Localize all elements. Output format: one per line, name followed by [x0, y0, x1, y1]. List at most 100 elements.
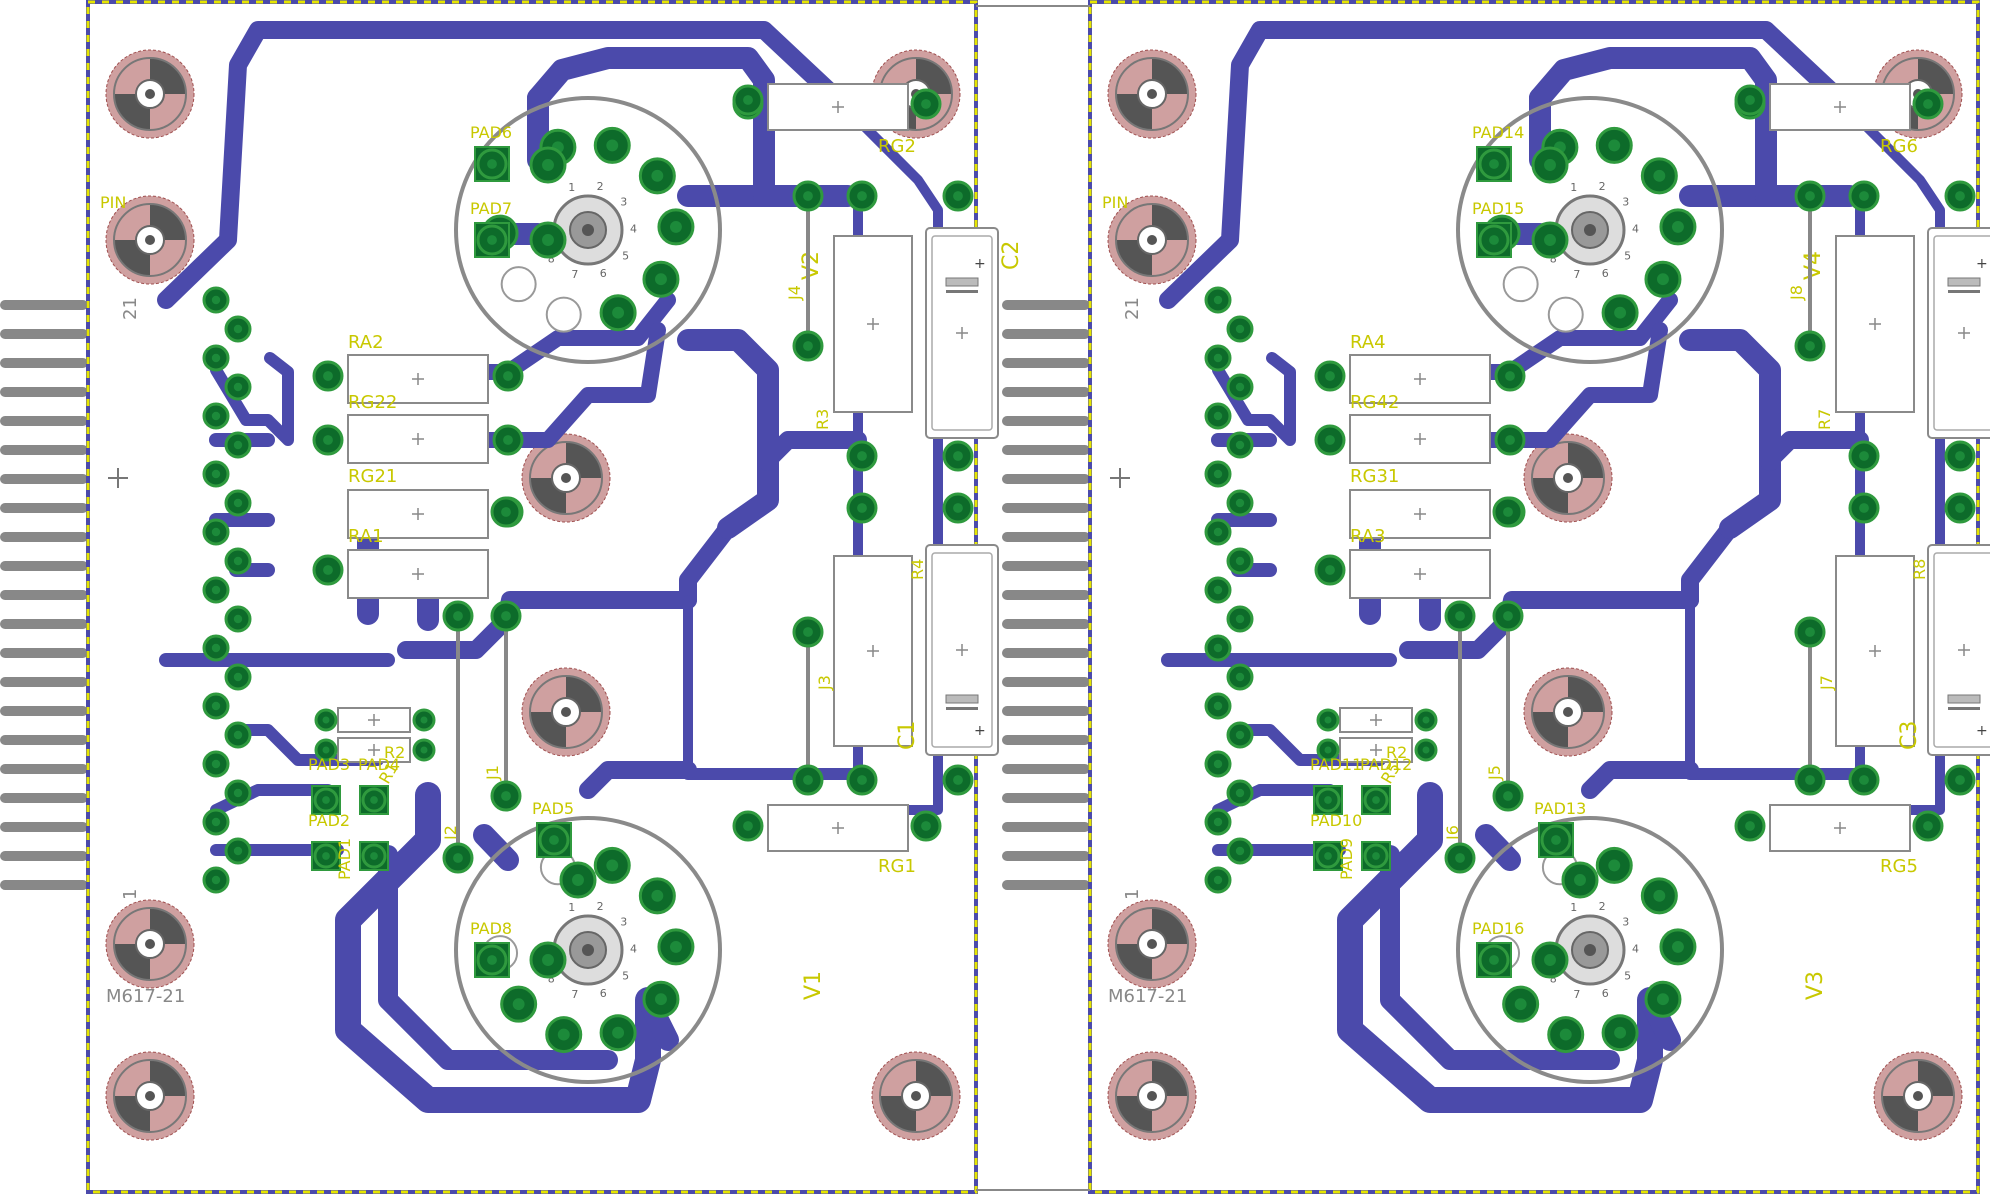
capacitor-plate [945, 694, 979, 704]
capacitor-plate [1948, 707, 1980, 710]
mount-hole-edge [1531, 441, 1605, 515]
jumper-label: J6 [1443, 825, 1462, 841]
connector-label: PIN [100, 193, 126, 212]
mount-hole-center [145, 89, 155, 99]
capacitor-inner [1933, 552, 1990, 748]
jumper-label: J7 [1817, 675, 1836, 691]
pad-drill [1671, 940, 1684, 953]
edge-finger [0, 735, 88, 745]
pad-drill [1235, 672, 1245, 682]
connector-pin-first: 1 [120, 889, 141, 900]
pad-drill [1859, 451, 1869, 461]
pad-drill [953, 775, 963, 785]
mount-hole-center [1913, 1091, 1923, 1101]
edge-finger [1002, 648, 1090, 658]
edge-finger [1002, 416, 1090, 426]
pad-drill [1213, 411, 1223, 421]
pad-drill [1325, 565, 1335, 575]
resistor-label: RA2 [348, 332, 384, 353]
tube-pin-number: 1 [1570, 181, 1577, 194]
pad-drill [1325, 435, 1335, 445]
tube-pin-number: 5 [1624, 970, 1631, 983]
pad-drill [612, 1026, 625, 1039]
pad-label: PAD9 [1337, 838, 1356, 880]
pad-drill [420, 716, 428, 724]
tube-pin-number: 6 [600, 987, 607, 1000]
pad-drill [1213, 701, 1223, 711]
mount-hole-center [1147, 939, 1157, 949]
tube-pin-number: 7 [571, 268, 578, 281]
resistor-label: R4 [908, 559, 927, 580]
pad-drill [1422, 746, 1430, 754]
tube-pin-ring [545, 296, 582, 333]
edge-finger [1002, 822, 1090, 832]
pad-drill [1213, 643, 1223, 653]
pad-drill [651, 169, 664, 182]
pad-drill [1324, 796, 1332, 804]
edge-finger [1002, 387, 1090, 397]
tube-pin-number: 7 [1573, 988, 1580, 1001]
edge-finger [0, 677, 88, 687]
tube-pin-number: 4 [630, 942, 637, 955]
pad-drill [1505, 371, 1515, 381]
pad-drill [953, 451, 963, 461]
tube-pin-number: 1 [568, 901, 575, 914]
pad-drill [606, 139, 619, 152]
pad-drill [542, 234, 554, 246]
pad-drill [1235, 556, 1245, 566]
pad-drill [1505, 435, 1515, 445]
copper-trace [1475, 824, 1521, 871]
edge-finger [0, 474, 88, 484]
pad-drill [953, 191, 963, 201]
resistor-label: R3 [813, 409, 832, 430]
pad-label: PAD15 [1472, 199, 1524, 218]
pad-drill [1372, 796, 1380, 804]
resistor-body [767, 83, 909, 131]
pad-drill [487, 159, 497, 169]
pad-drill [323, 435, 333, 445]
pad-label: PAD14 [1472, 123, 1524, 142]
tube-socket-outline [454, 96, 722, 364]
tube-center-dot [582, 944, 594, 956]
tube-pin-number: 4 [1632, 942, 1639, 955]
copper-trace [1159, 21, 1839, 309]
jumper-label: J2 [441, 825, 460, 841]
pad-drill [322, 746, 330, 754]
pad-label: PAD16 [1472, 919, 1524, 938]
edge-finger [0, 851, 88, 861]
edge-finger [0, 648, 88, 658]
capacitor-inner [931, 235, 993, 431]
pad-drill [1574, 874, 1586, 886]
pad-drill [487, 235, 497, 245]
edge-finger [0, 445, 88, 455]
pad-drill [1235, 730, 1245, 740]
pad-drill [503, 371, 513, 381]
edge-finger [1002, 329, 1090, 339]
mount-hole-center [1147, 235, 1157, 245]
edge-finger [0, 880, 88, 890]
pad-drill [572, 874, 584, 886]
tube-socket-outline [1456, 816, 1724, 1084]
pad-drill [1325, 371, 1335, 381]
pad-drill [1671, 220, 1684, 233]
pad-label: PAD1 [335, 838, 354, 880]
pad-drill [322, 716, 330, 724]
edge-finger [1002, 735, 1090, 745]
resistor-label: RA3 [1350, 526, 1386, 547]
pad-drill [1923, 821, 1933, 831]
pad-drill [1213, 817, 1223, 827]
pad-drill [211, 643, 221, 653]
pad-drill [1489, 159, 1499, 169]
copper-trace [1681, 519, 1739, 609]
pad-drill [921, 821, 931, 831]
pad-drill [1653, 889, 1666, 902]
resistor-label: RA1 [348, 526, 384, 547]
pad-drill [1235, 788, 1245, 798]
pad-drill [501, 507, 511, 517]
resistor-label: RA4 [1350, 332, 1386, 353]
resistor-label: RG6 [1880, 136, 1918, 157]
pad-drill [606, 859, 619, 872]
pad-drill [1455, 853, 1465, 863]
edge-finger [0, 590, 88, 600]
copper-trace [579, 761, 697, 799]
